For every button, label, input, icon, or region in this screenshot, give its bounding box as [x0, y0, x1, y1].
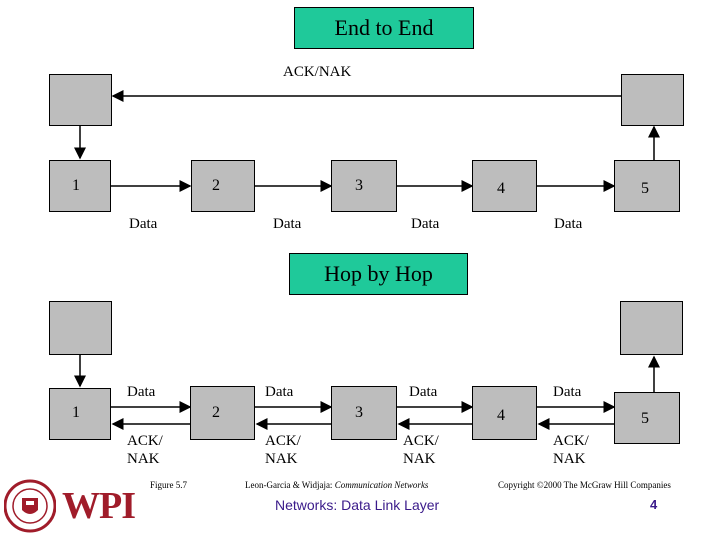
bottom-node-1 [49, 388, 111, 440]
top-node-2-label: 2 [212, 177, 220, 194]
end-to-end-title-box: End to End [294, 7, 474, 49]
end-to-end-ack-label: ACK/NAK [283, 64, 352, 80]
top-node-1-label: 1 [72, 177, 80, 194]
citation-authors: Leon-Garcia & Widjaja: [245, 480, 333, 490]
copyright-notice: Copyright ©2000 The McGraw Hill Companie… [498, 480, 671, 490]
wpi-logo-text: WPI [62, 485, 136, 527]
bottom-node-2 [190, 386, 255, 440]
bottom-node-1-label: 1 [72, 404, 80, 421]
bottom-data-label-3: Data [409, 384, 438, 400]
bottom-node-5 [614, 392, 680, 444]
top-node-3 [331, 160, 397, 212]
top-node-5 [614, 160, 680, 212]
bottom-data-label-4: Data [553, 384, 582, 400]
bottom-ack-label-1: ACK/ NAK [127, 433, 163, 467]
top-data-label-3: Data [411, 216, 440, 232]
page-number: 4 [650, 497, 658, 512]
bottom-data-label-2: Data [265, 384, 294, 400]
bottom-node-5-label: 5 [641, 410, 649, 427]
bottom-ack-label-3: ACK/ NAK [403, 433, 439, 467]
citation: Leon-Garcia & Widjaja: Communication Net… [245, 480, 428, 490]
bottom-node-4-label: 4 [497, 407, 505, 424]
top-node-4 [472, 160, 537, 212]
bottom-left-host-box [49, 301, 112, 355]
bottom-ack-label-4: ACK/ NAK [553, 433, 589, 467]
figure-caption: Figure 5.7 [150, 480, 187, 490]
bottom-node-2-label: 2 [212, 404, 220, 421]
top-node-5-label: 5 [641, 180, 649, 197]
bottom-node-3-label: 3 [355, 404, 363, 421]
top-node-2 [191, 160, 255, 212]
wpi-seal-logo [3, 478, 57, 534]
bottom-data-label-1: Data [127, 384, 156, 400]
bottom-ack-label-2: ACK/ NAK [265, 433, 301, 467]
top-data-label-1: Data [129, 216, 158, 232]
top-node-3-label: 3 [355, 177, 363, 194]
bottom-node-3 [331, 386, 397, 440]
citation-book: Communication Networks [334, 480, 429, 490]
top-data-label-4: Data [554, 216, 583, 232]
hop-by-hop-title: Hop by Hop [324, 261, 433, 286]
bottom-node-4 [472, 386, 537, 440]
top-node-4-label: 4 [497, 180, 505, 197]
bottom-right-host-box [620, 301, 683, 355]
slide-title: Networks: Data Link Layer [275, 497, 440, 513]
top-node-1 [49, 160, 111, 212]
hop-by-hop-title-box: Hop by Hop [289, 253, 468, 295]
end-to-end-title: End to End [334, 15, 434, 40]
top-data-label-2: Data [273, 216, 302, 232]
top-left-host-box [49, 74, 112, 126]
top-right-host-box [621, 74, 684, 126]
